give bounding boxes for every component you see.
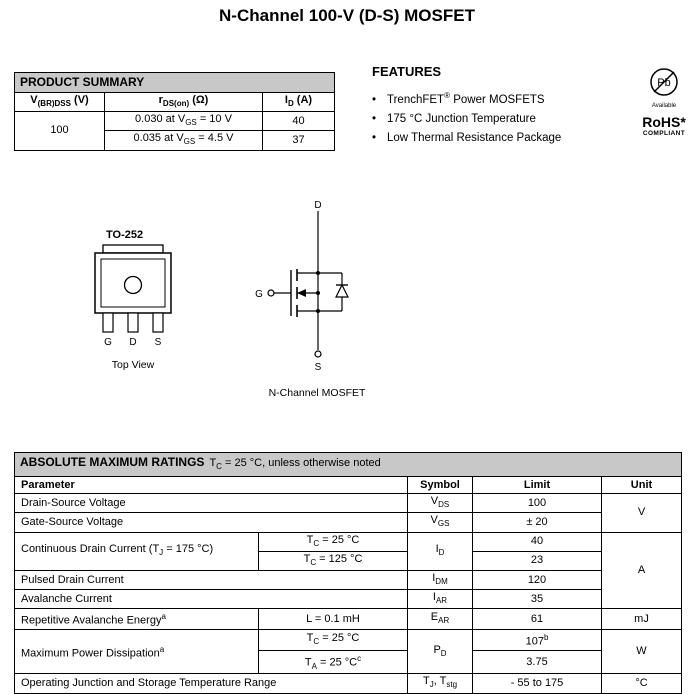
amr-limit-id-25c: 40 [472, 531, 602, 552]
amr-unit-w: W [601, 628, 682, 675]
amr-symbol-vgs: VGS [407, 512, 473, 533]
amr-param-ear: Repetitive Avalanche Energya [14, 608, 259, 630]
amr-limit-ear: 61 [472, 608, 602, 630]
product-summary-title: PRODUCT SUMMARY [14, 72, 335, 93]
ps-value-rdson-2: 0.035 at VGS = 4.5 V [104, 130, 263, 151]
amr-symbol-pd: PD [407, 628, 473, 675]
ps-value-vbrdss: 100 [14, 111, 105, 151]
amr-limit-idm: 120 [472, 569, 602, 591]
pb-free-icon: Pb [650, 68, 678, 96]
mosfet-symbol: D G S [255, 200, 349, 373]
ps-header-rdson: rDS(on) (Ω) [104, 91, 263, 113]
amr-param-tj: Operating Junction and Storage Temperatu… [14, 673, 408, 694]
ps-header-vbrdss: V(BR)DSS (V) [14, 91, 105, 113]
features-section: FEATURES •TrenchFET® Power MOSFETS •175 … [372, 64, 622, 148]
amr-limit-id-125c: 23 [472, 550, 602, 571]
feature-item-thermal: •Low Thermal Resistance Package [372, 129, 622, 148]
amr-param-idm: Pulsed Drain Current [14, 569, 408, 591]
amr-header-limit: Limit [472, 476, 602, 495]
pb-available-label: Available [651, 103, 677, 109]
amr-symbol-idm: IDM [407, 569, 473, 591]
rohs-label: RoHS* [642, 114, 686, 130]
page-title: N-Channel 100-V (D-S) MOSFET [219, 6, 475, 25]
feature-item-junction-temp: •175 °C Junction Temperature [372, 110, 622, 129]
amr-limit-tj: - 55 to 175 [472, 673, 602, 694]
bullet-icon: • [372, 131, 377, 144]
ps-value-rdson-1: 0.030 at VGS = 10 V [104, 111, 263, 132]
amr-limit-iar: 35 [472, 589, 602, 610]
amr-unit-v: V [601, 493, 682, 533]
amr-header-unit: Unit [601, 476, 682, 495]
bullet-icon: • [372, 93, 377, 106]
pin-label-source: S [155, 337, 162, 348]
bullet-icon: • [372, 112, 377, 125]
schematic-gate-label: G [255, 289, 263, 300]
amr-header-parameter: Parameter [14, 476, 408, 495]
amr-cond-pd-tc: TC = 25 °C [258, 628, 408, 651]
ps-value-id-2: 37 [262, 130, 335, 151]
amr-symbol-ear: EAR [407, 608, 473, 630]
amr-symbol-iar: IAR [407, 589, 473, 610]
amr-limit-vgs: ± 20 [472, 512, 602, 533]
schematic-section: D G S N-Channel MOSFET [252, 198, 382, 399]
features-title: FEATURES [372, 64, 442, 79]
amr-param-pd: Maximum Power Dissipationa [14, 628, 259, 675]
amr-symbol-id: ID [407, 531, 473, 571]
amr-limit-pd-tc: 107b [472, 628, 602, 651]
rohs-compliant-label: COMPLIANT [642, 130, 686, 137]
amr-param-iar: Avalanche Current [14, 589, 408, 610]
schematic-caption: N-Channel MOSFET [268, 387, 366, 399]
product-summary-table: PRODUCT SUMMARY V(BR)DSS (V) rDS(on) (Ω)… [14, 72, 335, 151]
package-name: TO-252 [106, 229, 144, 241]
amr-param-vds: Drain-Source Voltage [14, 493, 408, 514]
amr-symbol-vds: VDS [407, 493, 473, 514]
ps-header-id: ID (A) [262, 91, 335, 113]
compliance-badges: Pb Available RoHS* COMPLIANT [638, 66, 690, 137]
amr-symbol-tj: TJ, Tstg [407, 673, 473, 694]
amr-header-symbol: Symbol [407, 476, 473, 495]
amr-param-vgs: Gate-Source Voltage [14, 512, 408, 533]
to252-package-drawing: G D S [94, 244, 172, 348]
package-view-caption: Top View [111, 359, 155, 371]
feature-item-trenchfet: •TrenchFET® Power MOSFETS [372, 86, 622, 110]
amr-cond-pd-ta: TA = 25 °Cc [258, 649, 408, 675]
amr-unit-c: °C [601, 673, 682, 694]
pin-label-drain: D [129, 337, 136, 348]
pin-label-gate: G [104, 337, 112, 348]
amr-limit-vds: 100 [472, 493, 602, 514]
schematic-drain-label: D [314, 200, 321, 211]
amr-cond-id-25c: TC = 25 °C [258, 531, 408, 552]
amr-unit-mj: mJ [601, 608, 682, 630]
amr-cond-ear: L = 0.1 mH [258, 608, 408, 630]
amr-limit-pd-ta: 3.75 [472, 649, 602, 675]
amr-unit-a: A [601, 531, 682, 610]
amr-param-id: Continuous Drain Current (TJ = 175 °C) [14, 531, 259, 571]
package-outline-section: TO-252 G D S Top View [88, 229, 178, 371]
schematic-source-label: S [315, 362, 322, 373]
amr-cond-id-125c: TC = 125 °C [258, 550, 408, 571]
ps-value-id-1: 40 [262, 111, 335, 132]
